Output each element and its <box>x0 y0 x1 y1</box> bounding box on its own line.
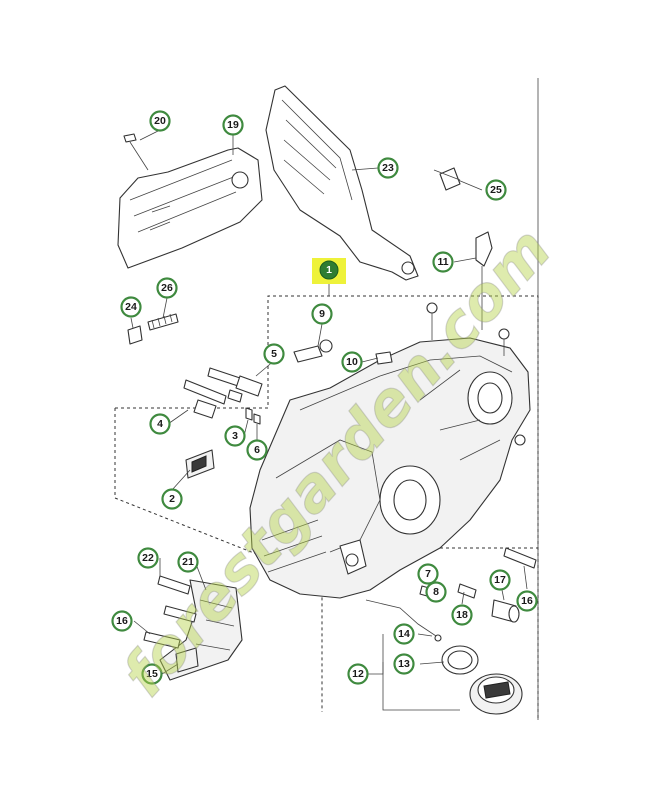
callout-17: 17 <box>489 569 511 591</box>
callout-20: 20 <box>149 110 171 132</box>
svg-text:4: 4 <box>157 418 163 430</box>
bolt-part-20 <box>123 133 149 171</box>
svg-text:5: 5 <box>271 348 277 360</box>
svg-text:7: 7 <box>425 568 431 580</box>
plate-part-2 <box>185 449 215 479</box>
bracket-part-11 <box>475 231 493 330</box>
svg-text:24: 24 <box>125 301 137 313</box>
adjuster-part-4 <box>183 379 243 419</box>
bolt-part-22 <box>157 575 191 595</box>
callout-26: 26 <box>156 277 178 299</box>
callout-10: 10 <box>341 351 363 373</box>
callout-6: 6 <box>246 439 268 461</box>
callout-24: 24 <box>120 296 142 318</box>
callout-3: 3 <box>224 425 246 447</box>
svg-text:26: 26 <box>161 282 173 294</box>
callout-22: 22 <box>137 547 159 569</box>
rivet-part-6 <box>253 413 261 425</box>
svg-text:11: 11 <box>437 256 448 268</box>
svg-text:22: 22 <box>142 552 154 564</box>
callout-18: 18 <box>451 604 473 626</box>
svg-text:2: 2 <box>169 493 175 505</box>
assembly-boundary <box>114 295 539 720</box>
filler-cap-part-12 <box>469 673 523 715</box>
callout-2: 2 <box>161 488 183 510</box>
side-cover-part <box>117 147 263 269</box>
main-callout-1: 1 <box>312 258 346 284</box>
callout-14: 14 <box>393 623 415 645</box>
pin-part-26 <box>147 313 179 331</box>
seal-part-13 <box>441 645 479 675</box>
front-handle-part <box>265 85 419 281</box>
callout-7: 7 <box>417 563 439 585</box>
bushing-part-17 <box>491 599 520 623</box>
screw-part-18 <box>457 583 477 599</box>
svg-text:19: 19 <box>227 119 239 131</box>
main-callout-label: 1 <box>326 264 332 276</box>
bolt-part-16-right <box>503 547 537 569</box>
callout-13: 13 <box>393 653 415 675</box>
callout-15: 15 <box>141 663 163 685</box>
svg-text:10: 10 <box>346 356 358 368</box>
callout-4: 4 <box>149 413 171 435</box>
callout-5: 5 <box>263 343 285 365</box>
callout-25: 25 <box>485 179 507 201</box>
callout-21: 21 <box>177 551 199 573</box>
svg-text:21: 21 <box>182 556 194 568</box>
svg-text:18: 18 <box>456 609 468 621</box>
svg-text:16: 16 <box>521 595 533 607</box>
svg-text:13: 13 <box>398 658 410 670</box>
svg-text:20: 20 <box>154 115 166 127</box>
callout-9: 9 <box>311 303 333 325</box>
svg-text:8: 8 <box>433 586 439 598</box>
adjuster-part-5 <box>207 367 263 397</box>
nut-part-15 <box>175 647 199 673</box>
svg-text:15: 15 <box>146 668 158 680</box>
spring-part-9 <box>293 339 333 363</box>
callout-16-right: 16 <box>516 590 538 612</box>
plug-part-24 <box>127 325 143 345</box>
callout-8-label: 8 <box>425 581 447 603</box>
svg-text:16: 16 <box>116 615 128 627</box>
bolt-part-25 <box>433 167 461 191</box>
callout-23: 23 <box>377 157 399 179</box>
callout-12: 12 <box>347 663 369 685</box>
callout-16-left: 16 <box>111 610 133 632</box>
bumper-spike-part-21 <box>159 579 243 681</box>
svg-text:6: 6 <box>254 444 260 456</box>
svg-text:14: 14 <box>398 628 410 640</box>
svg-text:17: 17 <box>494 574 506 586</box>
screw-part-10 <box>375 351 393 365</box>
rivet-part-3 <box>245 407 253 421</box>
svg-text:12: 12 <box>352 668 364 680</box>
svg-text:9: 9 <box>319 308 325 320</box>
crankcase-part <box>249 302 531 599</box>
svg-text:25: 25 <box>490 184 502 196</box>
callout-19: 19 <box>222 114 244 136</box>
hose-part-14 <box>365 599 442 642</box>
leader-lines <box>130 129 528 711</box>
callout-11: 11 <box>432 251 454 273</box>
svg-text:3: 3 <box>232 430 238 442</box>
callouts: 2 3 4 5 6 7 8 9 10 11 12 13 14 15 16 16 … <box>111 110 538 685</box>
bolt-part-16-left <box>143 605 197 649</box>
svg-text:23: 23 <box>382 162 394 174</box>
